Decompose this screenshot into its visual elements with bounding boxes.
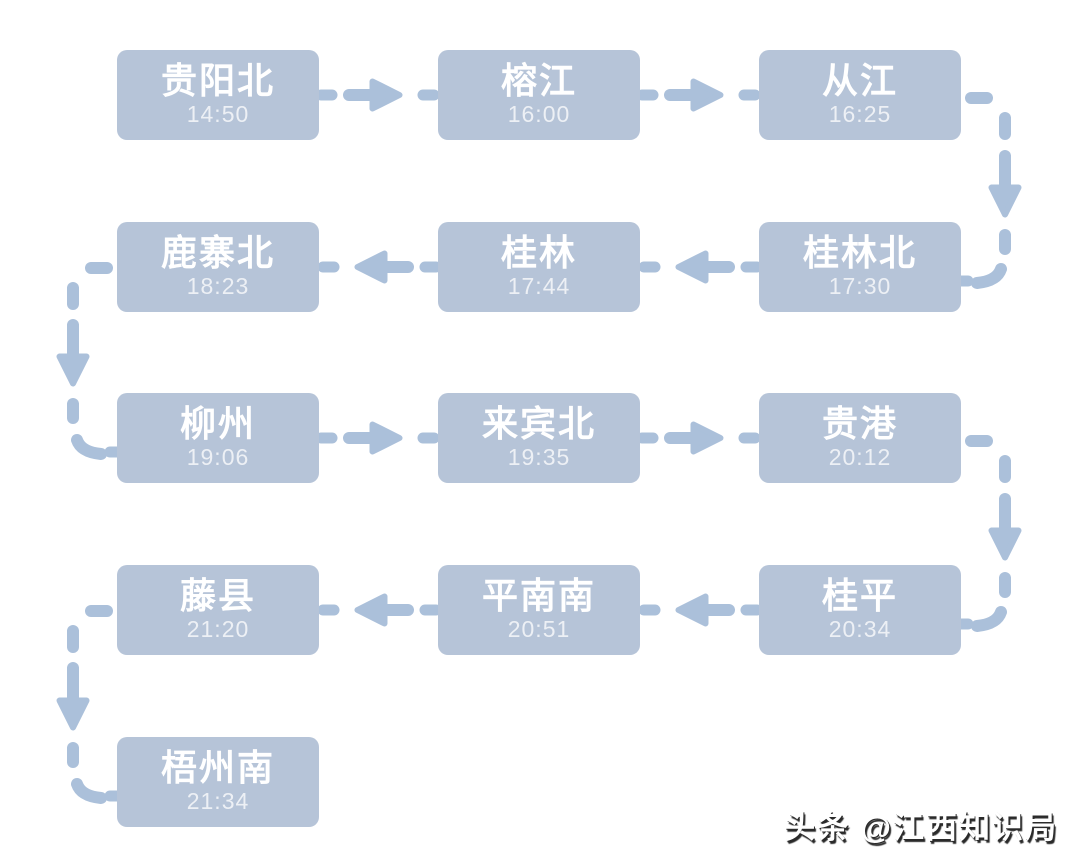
station-time: 17:30 (828, 273, 892, 300)
watermark: 头条 @江西知识局 (784, 810, 1058, 845)
station-time: 19:06 (186, 444, 250, 471)
station-name: 梧州南 (160, 746, 275, 788)
station-name: 来宾北 (481, 402, 596, 444)
station-name: 榕江 (500, 59, 577, 101)
station-name: 柳州 (179, 402, 256, 444)
station-time: 21:20 (186, 616, 250, 643)
station-time: 21:34 (186, 788, 250, 815)
station-time: 17:44 (507, 273, 571, 300)
dashed-arrow-down-icon (56, 605, 124, 804)
dashed-arrow-down-icon (56, 262, 124, 460)
station-name: 从江 (821, 59, 898, 101)
station-name: 贵港 (821, 402, 898, 444)
dashed-arrow-down-icon (954, 92, 1022, 289)
station-time: 16:00 (507, 101, 571, 128)
station-time: 20:34 (828, 616, 892, 643)
station-time: 14:50 (186, 101, 250, 128)
station-name: 藤县 (179, 574, 256, 616)
station-time: 19:35 (507, 444, 571, 471)
station-name: 鹿寨北 (160, 231, 275, 273)
station-name: 平南南 (481, 574, 596, 616)
station-name: 桂平 (821, 574, 898, 616)
station-time: 18:23 (186, 273, 250, 300)
station-time: 20:12 (828, 444, 892, 471)
station-time: 20:51 (507, 616, 571, 643)
dashed-arrow-down-icon (954, 435, 1022, 632)
station-name: 桂林北 (802, 231, 917, 273)
station-name: 桂林 (500, 231, 577, 273)
station-time: 16:25 (828, 101, 892, 128)
station-name: 贵阳北 (160, 59, 275, 101)
